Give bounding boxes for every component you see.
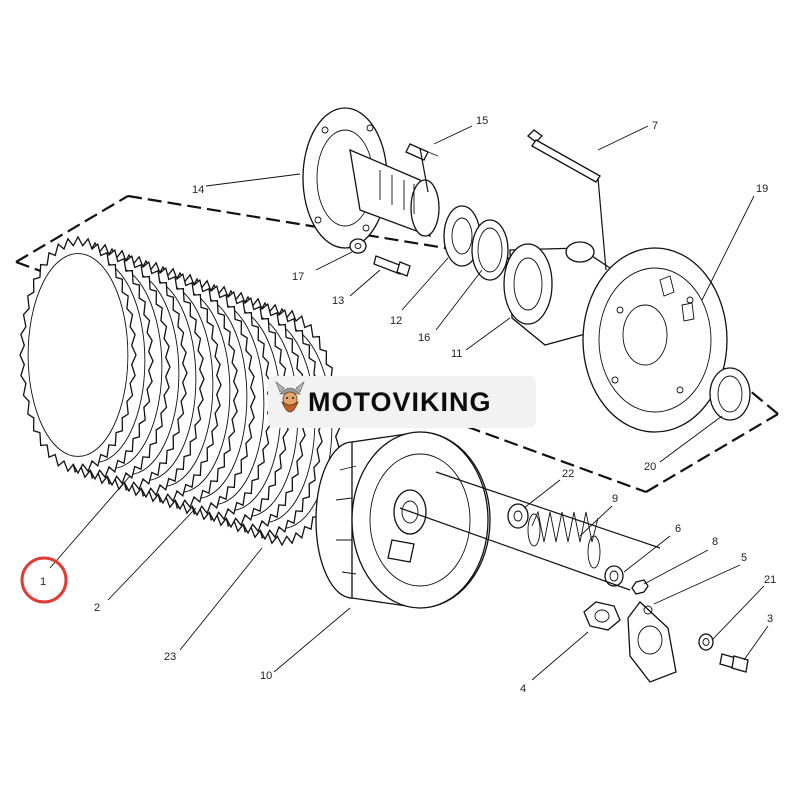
washer-21 <box>698 633 714 651</box>
callout-19: 19 <box>756 183 768 195</box>
clutch-disc-stack <box>19 235 341 547</box>
callout-9: 9 <box>612 493 618 505</box>
callout-12: 12 <box>390 315 402 327</box>
callout-3: 3 <box>767 613 773 625</box>
callout-17: 17 <box>292 271 304 283</box>
watermark-banner <box>268 376 536 428</box>
callout-2: 2 <box>94 602 100 614</box>
bolt-3 <box>719 653 749 673</box>
viking-logo-icon <box>275 381 305 413</box>
clutch-hub <box>315 431 491 609</box>
bearing-ring <box>443 205 509 281</box>
callout-13: 13 <box>332 295 344 307</box>
watermark-text: MOTOVIKING <box>308 387 492 417</box>
clutch-disc-inner-edge <box>27 253 129 457</box>
callout-23: 23 <box>164 651 176 663</box>
callout-8: 8 <box>712 536 718 548</box>
highlight-circle <box>20 556 68 604</box>
callout-1: 1 <box>40 576 46 588</box>
callout-11: 11 <box>451 348 462 360</box>
seal-ring <box>709 367 751 421</box>
washer-22 <box>507 503 529 529</box>
callout-21: 21 <box>764 574 776 586</box>
spring-9 <box>527 510 601 569</box>
callout-5: 5 <box>741 552 747 564</box>
axis-lines <box>399 147 661 591</box>
callout-4: 4 <box>520 683 526 695</box>
drive-plate <box>582 247 728 433</box>
bolt-15 <box>405 143 439 161</box>
flange-shaft <box>302 107 440 249</box>
nut-4 <box>583 601 621 631</box>
callout-16: 16 <box>418 332 430 344</box>
callout-6: 6 <box>675 523 681 535</box>
callout-labels: 1 2 3 4 5 6 7 8 9 10 11 12 13 14 15 16 1… <box>40 115 776 695</box>
callout-14: 14 <box>192 184 204 196</box>
clutch-disc <box>19 235 137 475</box>
callout-20: 20 <box>644 461 656 473</box>
callout-22: 22 <box>562 468 574 480</box>
lock-plate-5 <box>627 601 677 683</box>
washer-6 <box>604 565 624 587</box>
leader-lines <box>49 125 769 681</box>
callout-7: 7 <box>652 120 658 132</box>
callout-15: 15 <box>476 115 488 127</box>
washer-17 <box>349 238 367 254</box>
bolt-7 <box>527 129 601 183</box>
callout-10: 10 <box>260 670 272 682</box>
nut-8 <box>631 579 649 595</box>
bolt-13 <box>373 255 411 277</box>
